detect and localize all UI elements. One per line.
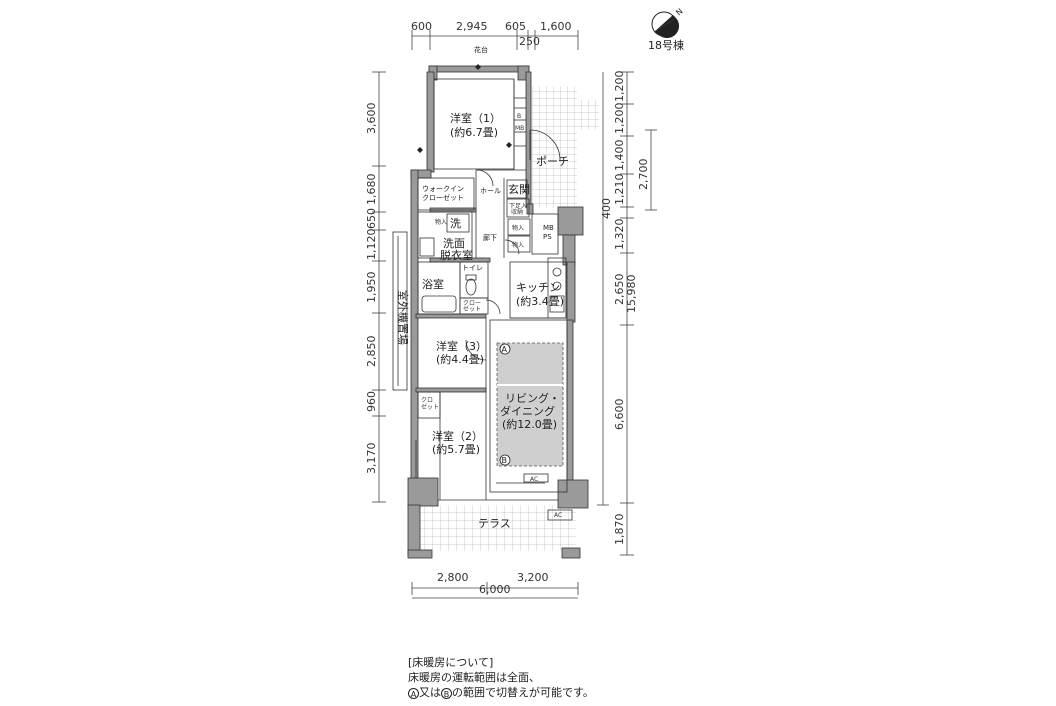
interior-lines <box>392 78 573 521</box>
dim-left-8: 3,170 <box>365 443 378 475</box>
closet-b-label-2: ゼット <box>421 403 439 411</box>
north-compass-icon: N <box>651 7 685 38</box>
corridor-label: 廊下 <box>483 233 497 242</box>
note-line2-end: の範囲で切替えが可能です。 <box>452 686 594 699</box>
closet-small-label-1: クロー <box>463 300 481 307</box>
dim-left-3: 650 <box>365 208 378 229</box>
hall-label: ホール <box>480 187 501 195</box>
dim-top-4: 1,600 <box>540 20 572 33</box>
porch-label: ポーチ <box>536 155 569 168</box>
mbps-label-1: MB <box>543 224 554 232</box>
dim-top-sub: 250 <box>519 35 540 48</box>
storage-corridor-label-2: 物入 <box>512 241 524 249</box>
dim-left-4: 1,120 <box>365 229 378 261</box>
dim-bottom-1: 2,800 <box>437 571 469 584</box>
western3-size: (約4.4畳) <box>436 352 484 366</box>
dim-top-3: 605 <box>505 20 526 33</box>
ac-terrace-label: AC <box>554 512 562 519</box>
dim-right-outer-2: 15,980 <box>625 275 638 314</box>
north-label: N <box>674 7 684 18</box>
dim-right-4: 1,210 <box>613 174 626 206</box>
living-label-1: リビング・ <box>505 391 560 405</box>
washroom-label-2: 脱衣室 <box>440 248 473 262</box>
dim-right-3: 1,400 <box>613 140 626 172</box>
dim-right-2: 1,200 <box>613 103 626 135</box>
entrance-label: 玄関 <box>508 182 530 196</box>
closet-b-label-1: クロ <box>421 397 433 404</box>
dim-right-7: 2,650 <box>613 274 626 306</box>
living-label-2: ダイニング <box>500 404 555 418</box>
dim-left-1: 3,600 <box>365 103 378 135</box>
dim-left-7: 960 <box>365 391 378 412</box>
storage-corridor-label-1: 物入 <box>512 224 524 232</box>
zone-b-label: B <box>502 456 508 465</box>
note-heading: [床暖房について] <box>408 656 494 669</box>
floor-heating-zone <box>496 342 564 467</box>
flower-bed-label: 花台 <box>474 45 488 54</box>
living-size: (約12.0畳) <box>502 417 557 431</box>
walkin-label-2: クローゼット <box>422 193 464 202</box>
note-zone-a: A <box>408 688 419 699</box>
western2-name: 洋室（2） <box>432 429 483 443</box>
kitchen-size: (約3.4畳) <box>516 294 564 308</box>
walkin-label-1: ウォークイン <box>422 185 464 193</box>
note-zone-b: B <box>441 688 452 699</box>
storage-wash-label: 物入 <box>435 218 447 226</box>
toilet-label: トイレ <box>462 264 483 272</box>
dim-right-5: 400 <box>600 198 613 219</box>
dim-right-6: 1,320 <box>613 219 626 251</box>
western2-size: (約5.7畳) <box>432 442 480 456</box>
laundry-label: 洗 <box>450 217 461 230</box>
meter-label: MB <box>515 125 524 132</box>
zone-a-icon <box>499 343 511 355</box>
ac-living-label: AC <box>530 476 538 483</box>
western1-name: 洋室（1） <box>450 111 501 125</box>
note-line1: 床暖房の運転範囲は全面、 <box>408 671 540 684</box>
marker-diamonds <box>417 64 512 153</box>
zone-b-icon <box>499 454 511 466</box>
porch-floor <box>527 86 577 208</box>
washroom-label-1: 洗面 <box>443 237 465 250</box>
dim-right-9: 1,870 <box>613 514 626 546</box>
dim-right-outer-1: 2,700 <box>637 159 650 191</box>
zone-a-label: A <box>502 345 508 354</box>
dimension-lines <box>372 30 657 599</box>
dim-left-5: 1,950 <box>365 272 378 304</box>
shoe-box-label-2: 収納 <box>511 208 523 216</box>
b-mark-label: B <box>517 113 521 120</box>
building-label: 18号棟 <box>648 39 684 52</box>
dim-left-2: 1,680 <box>365 174 378 206</box>
terrace-label: テラス <box>478 517 511 530</box>
dim-left-6: 2,850 <box>365 336 378 368</box>
note-line2-mid: 又は <box>419 686 441 699</box>
porch-side-floor <box>577 100 599 130</box>
dim-top-2: 2,945 <box>456 20 488 33</box>
western1-size: (約6.7畳) <box>450 125 498 139</box>
dim-top-1: 600 <box>411 20 432 33</box>
closet-small-label-2: ゼット <box>463 305 481 313</box>
dim-right-1: 1,200 <box>613 71 626 103</box>
dim-bottom-total: 6,000 <box>479 583 511 596</box>
terrace-floor <box>416 505 576 551</box>
dim-right-8: 6,600 <box>613 399 626 431</box>
outdoor-unit-label: 室外機置場 <box>396 290 410 345</box>
mbps-label-2: PS <box>543 233 552 241</box>
western3-name: 洋室（3） <box>436 339 487 353</box>
shoe-box-label: 下足入 <box>509 203 527 210</box>
dim-bottom-2: 3,200 <box>517 571 549 584</box>
bath-label: 浴室 <box>422 277 444 291</box>
walls <box>407 65 589 559</box>
kitchen-name: キッチン <box>516 281 560 294</box>
